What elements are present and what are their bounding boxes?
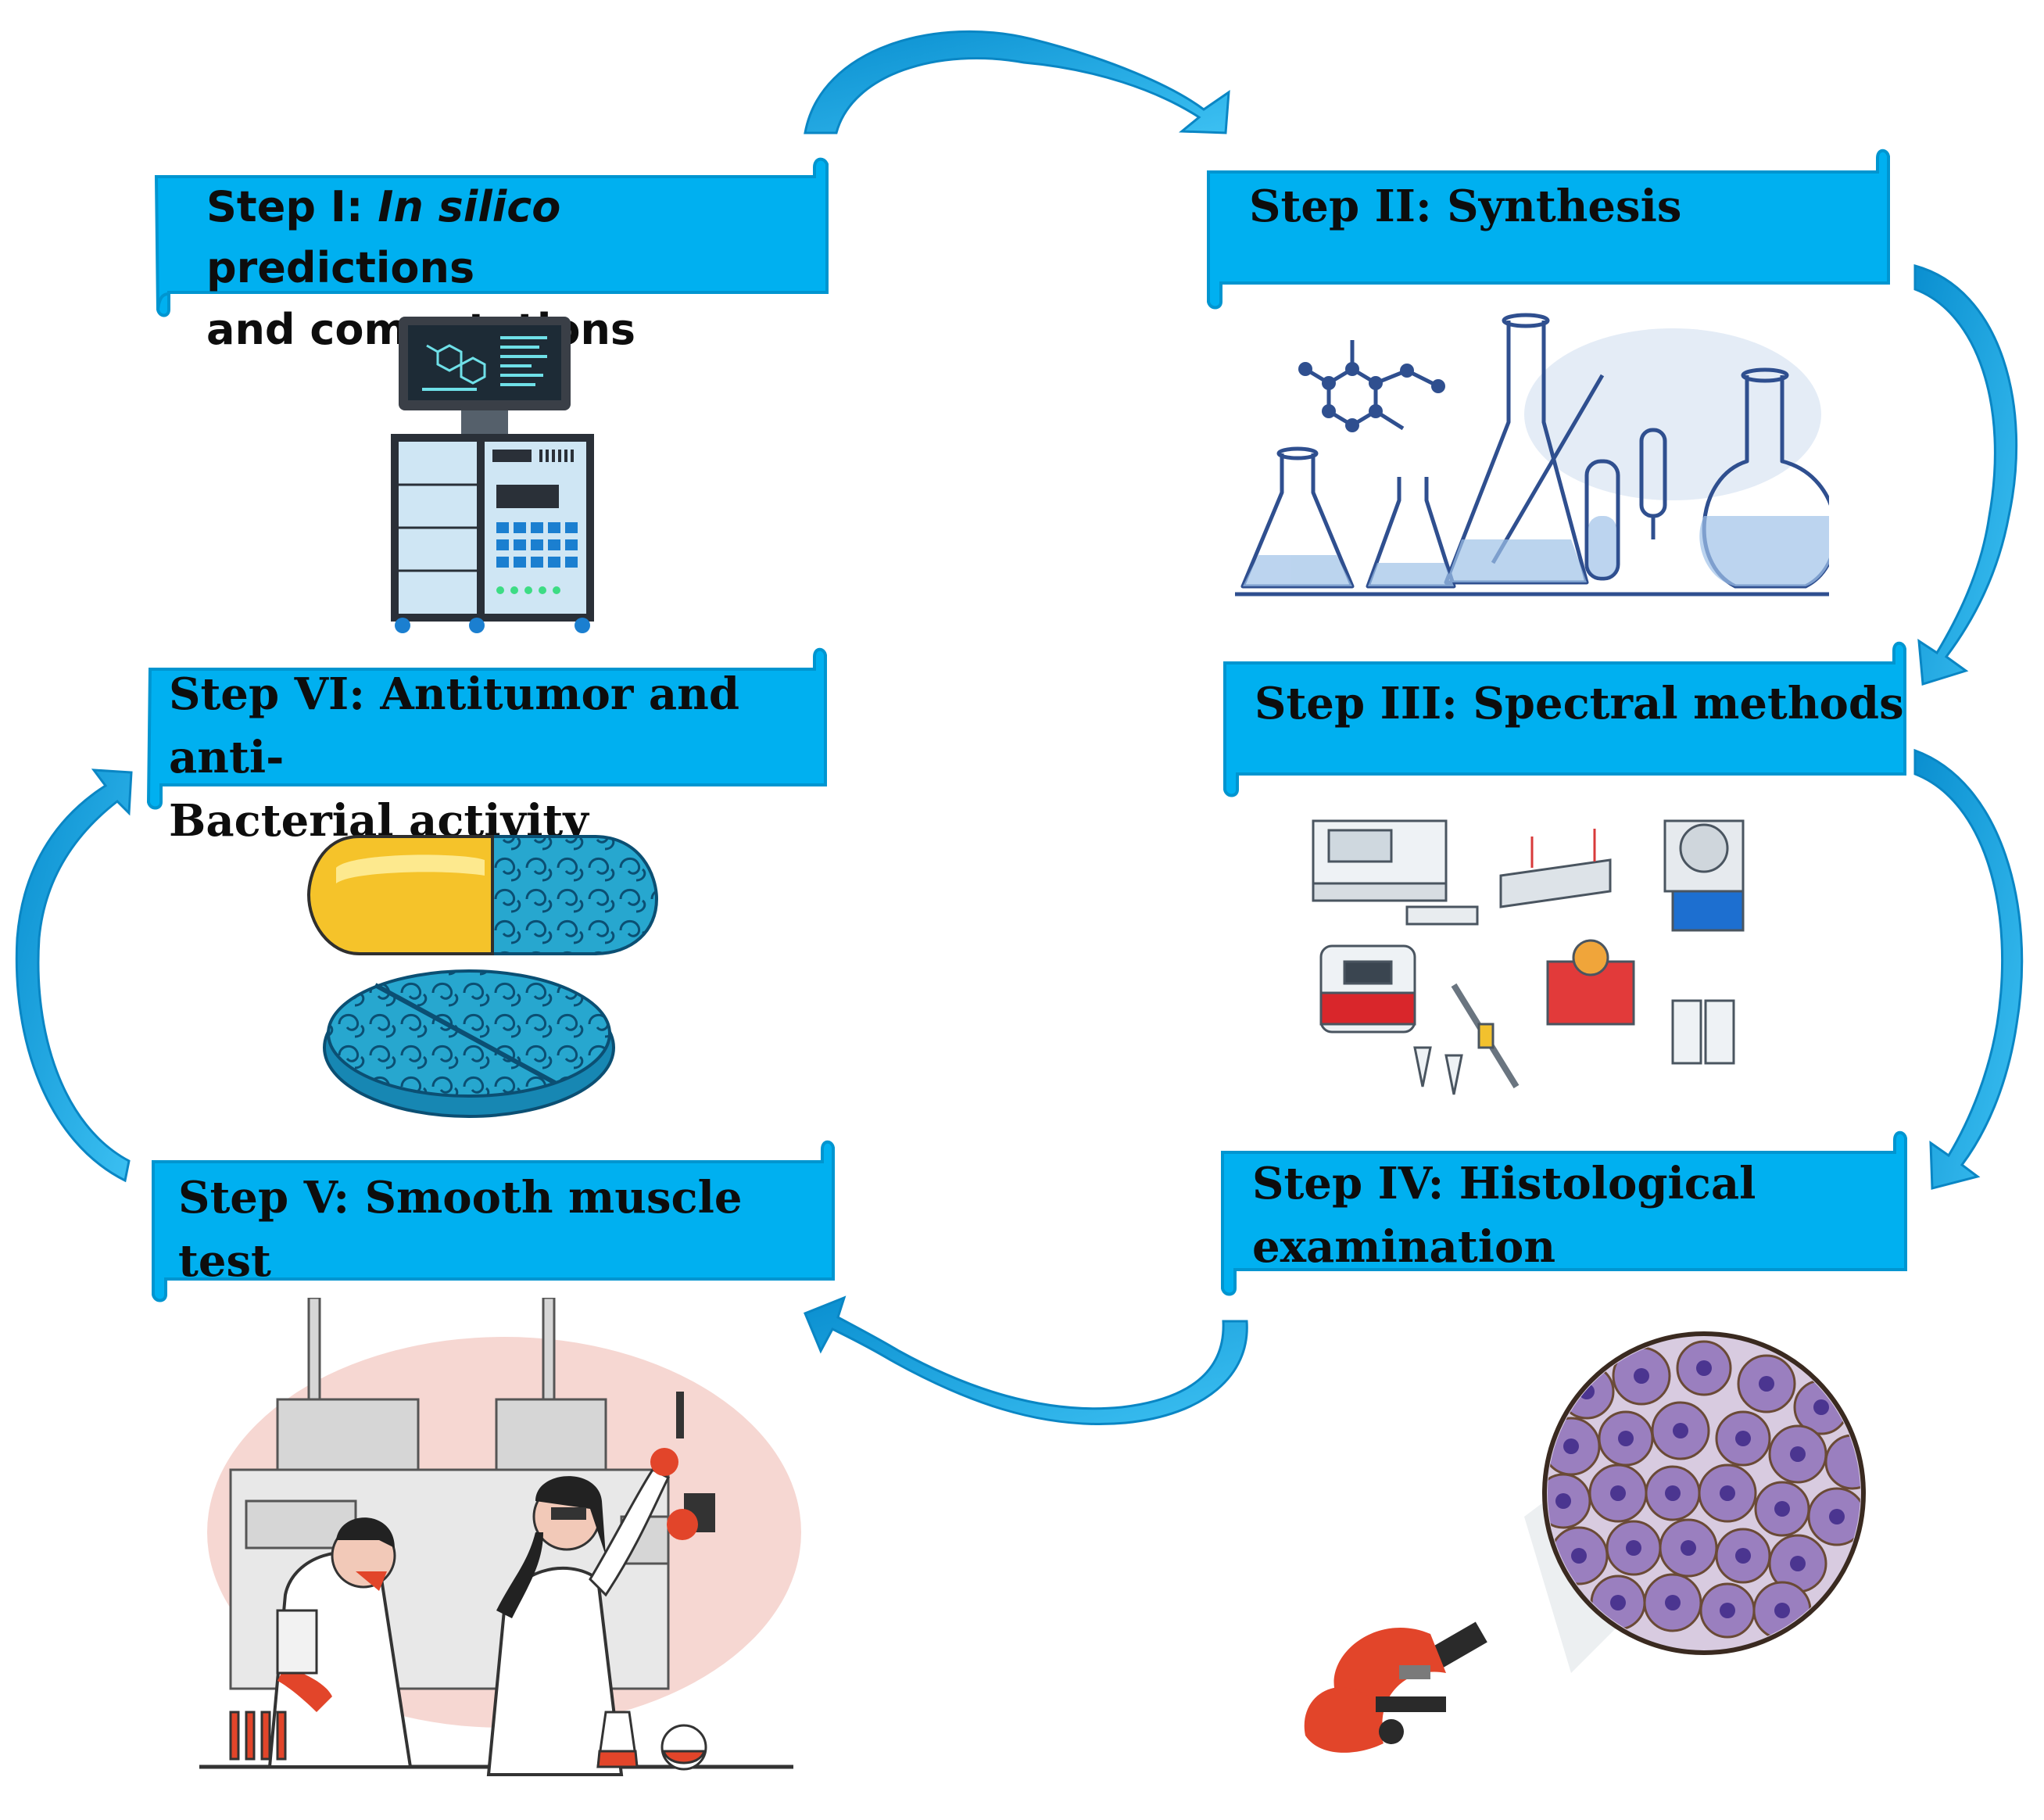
banner-shape [1207,149,1890,310]
step1-prefix: Step I: [206,182,378,231]
step3-banner: Step III: Spectral methods [1222,641,1910,797]
scientists-lab-icon [199,1298,801,1776]
lab-instruments-icon [1312,819,1745,1095]
step2-banner: Step II: Synthesis [1205,149,1893,313]
arrow-step4-to-step5 [804,1295,1248,1426]
step3-label: Step III: Spectral methods [1255,678,1904,729]
step2-label: Step II: Synthesis [1249,181,1682,232]
step5-label: Step V: Smooth muscle test [178,1172,743,1288]
microscope-cells-icon [1304,1331,1866,1753]
step1-banner: Step I: In silico predictions and comput… [150,153,838,354]
computer-workstation-icon [391,317,594,633]
banner-shape [1221,1130,1907,1296]
capsule-tablet-icon [306,835,659,1118]
banner-shape [146,647,827,810]
arrow-step1-to-step2 [804,30,1230,134]
step4-line1: Step IV: Histological [1252,1158,1756,1209]
step6-line1: Step VI: Antitumor and anti- [169,668,740,784]
step1-italic: In silico [378,182,561,231]
arrow-step2-to-step3 [1913,264,2018,686]
step6-banner: Step VI: Antitumor and anti- Bacterial a… [145,646,833,847]
step1-rest: predictions [206,243,475,293]
step4-line2: examination [1252,1221,1556,1274]
lab-glassware-icon [1235,313,1829,597]
banner-shape [152,1140,835,1302]
step5-banner: Step V: Smooth muscle test [150,1138,838,1302]
step4-banner: Step IV: Histological examination [1219,1130,1907,1302]
arrow-step5-to-step6 [15,768,133,1183]
banner-shape [1223,641,1906,797]
arrow-step3-to-step4 [1913,748,2024,1190]
step4-label: Step IV: Histological examination [1252,1152,1756,1279]
banner-shape [154,157,829,317]
